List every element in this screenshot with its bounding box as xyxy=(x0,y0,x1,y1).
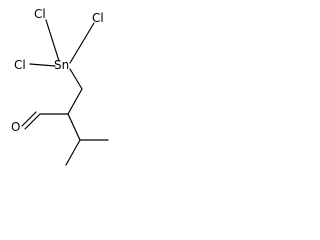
bond-aldehyde-co-1 xyxy=(24,113,41,130)
bond-sn-cl-top-left xyxy=(45,19,60,62)
atom-label-oxygen: O xyxy=(11,120,20,134)
bond-isopropyl-methyl-down xyxy=(65,139,81,166)
molecule-structure: Cl Cl Cl Sn O xyxy=(11,7,109,166)
atom-label-cl-left: Cl xyxy=(14,58,26,72)
bond-sn-ch2 xyxy=(69,68,83,90)
bond-aldehyde-co-2 xyxy=(21,111,37,127)
atom-label-cl-top-left: Cl xyxy=(34,7,46,21)
bond-ch2-ch xyxy=(67,88,83,115)
bond-sn-cl-top-right xyxy=(69,22,95,64)
atom-label-cl-top-right: Cl xyxy=(92,11,104,25)
bond-ch-isopropyl xyxy=(67,113,81,141)
bonds xyxy=(21,19,109,166)
atom-label-sn: Sn xyxy=(54,58,69,72)
atom-labels: Cl Cl Cl Sn O xyxy=(11,7,104,134)
bond-sn-cl-left xyxy=(29,63,56,67)
